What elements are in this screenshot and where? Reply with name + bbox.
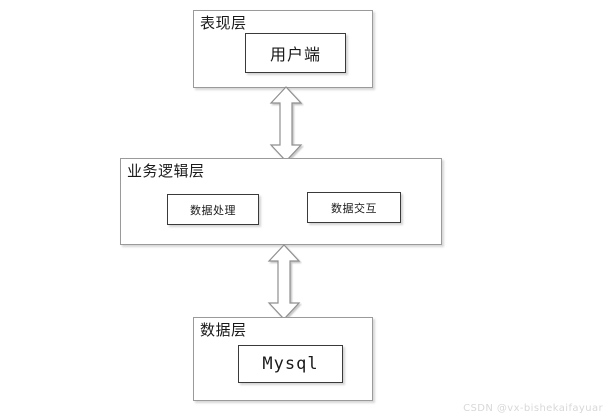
double-headed-vertical-arrow-icon — [267, 244, 301, 320]
connector-logic-to-data — [266, 244, 302, 320]
connector-presentation-to-logic — [268, 86, 304, 162]
layer-title-data: 数据层 — [200, 321, 247, 339]
component-box-data-interaction: 数据交互 — [307, 192, 401, 223]
component-label-data-interaction: 数据交互 — [331, 201, 377, 215]
component-box-mysql: Mysql — [238, 345, 343, 383]
layer-title-business-logic: 业务逻辑层 — [127, 162, 205, 180]
component-label-data-processing: 数据处理 — [190, 203, 236, 217]
layer-title-presentation: 表现层 — [200, 14, 247, 32]
component-box-data-processing: 数据处理 — [167, 194, 259, 225]
component-label-client: 用户端 — [269, 45, 321, 64]
component-label-mysql: Mysql — [262, 354, 319, 374]
component-box-client: 用户端 — [245, 33, 346, 73]
double-headed-vertical-arrow-icon — [269, 86, 303, 162]
watermark-text: CSDN @vx-bishekaifayuar — [463, 403, 603, 414]
